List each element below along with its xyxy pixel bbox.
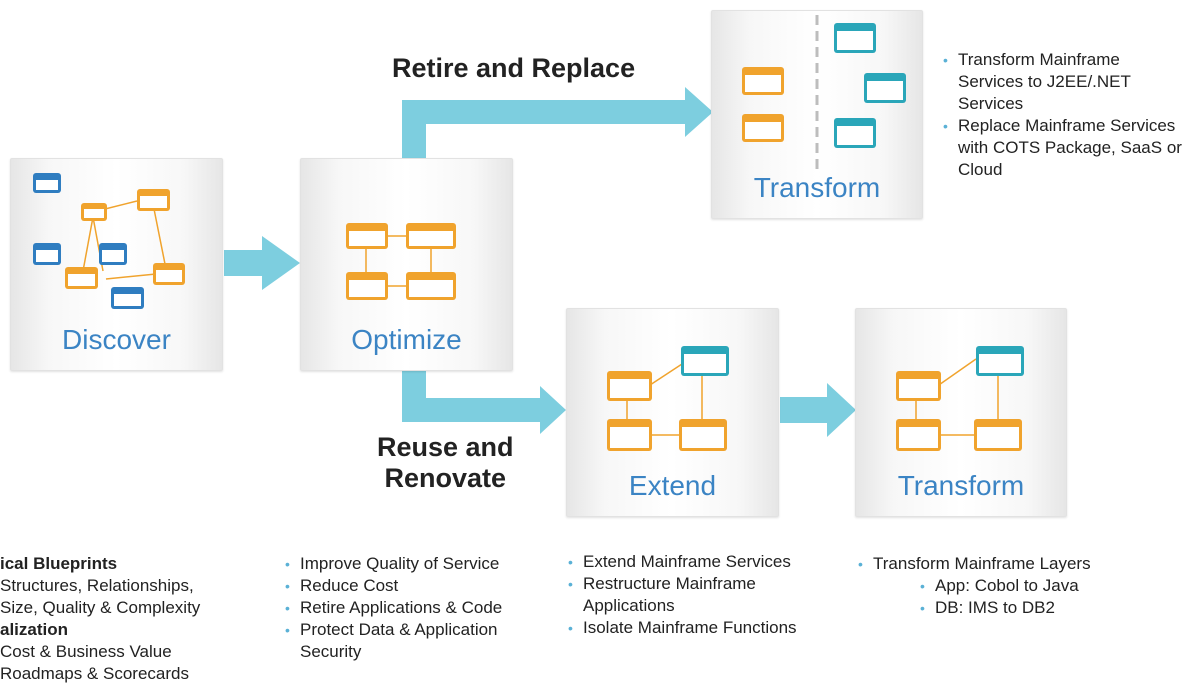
discover-line-3: Cost & Business Value: [0, 642, 172, 661]
transform-bottom-label: Transform: [897, 470, 1025, 501]
transform-bottom-sub-1: App: Cobol to Java: [920, 575, 1160, 597]
arrow-optimize-to-extend: [402, 370, 566, 434]
extend-stage: Extend: [566, 308, 779, 517]
transform-top-label: Transform: [753, 172, 881, 203]
extend-note-1: Extend Mainframe Services: [568, 551, 853, 573]
transform-modules-icon: [896, 346, 1024, 451]
extend-note-2: Restructure Mainframe Applications: [568, 573, 813, 617]
dependency-graph-icon: [33, 173, 185, 309]
transform-bottom-sub-2: DB: IMS to DB2: [920, 597, 1160, 619]
retire-replace-heading: Retire and Replace: [392, 53, 636, 83]
discover-notes: ical Blueprints Structures, Relationship…: [0, 553, 200, 685]
discover-heading-1: ical Blueprints: [0, 554, 118, 573]
discover-heading-2: alization: [0, 620, 69, 639]
extend-modules-icon: [607, 346, 729, 451]
migrate-modules-icon: [742, 15, 906, 169]
transform-bottom-subnotes: App: Cobol to Java DB: IMS to DB2: [920, 575, 1160, 619]
optimize-note-3: Retire Applications & Code: [285, 597, 555, 619]
discover-label: Discover: [62, 324, 171, 355]
discover-line-2: Size, Quality & Complexity: [0, 598, 201, 617]
extend-notes: Extend Mainframe Services Restructure Ma…: [568, 551, 853, 639]
optimize-notes: Improve Quality of Service Reduce Cost R…: [285, 553, 555, 663]
transform-top-notes: Transform Mainframe Services to J2EE/.NE…: [943, 49, 1183, 181]
optimize-note-2: Reduce Cost: [285, 575, 555, 597]
discover-line-1: Structures, Relationships,: [0, 576, 194, 595]
extend-label: Extend: [628, 470, 717, 501]
arrow-extend-to-transform: [780, 383, 856, 437]
transform-bottom-note-title: Transform Mainframe Layers: [858, 553, 1183, 575]
optimize-label: Optimize: [351, 324, 462, 355]
transform-top-note-2: Replace Mainframe Services with COTS Pac…: [943, 115, 1183, 181]
discover-line-4: Roadmaps & Scorecards: [0, 664, 189, 683]
grid-modules-icon: [346, 223, 456, 300]
transform-top-note-1: Transform Mainframe Services to J2EE/.NE…: [943, 49, 1168, 115]
extend-note-3: Isolate Mainframe Functions: [568, 617, 853, 639]
transform-bottom-notes: Transform Mainframe Layers: [858, 553, 1183, 575]
reuse-renovate-heading: Reuse and Renovate: [377, 432, 514, 494]
discover-stage: Discover: [10, 158, 223, 371]
reuse-renovate-line1: Reuse and: [377, 432, 514, 462]
transform-top-stage: Transform: [711, 10, 923, 219]
arrow-optimize-to-transform: [402, 87, 713, 158]
transform-bottom-stage: Transform: [855, 308, 1067, 517]
reuse-renovate-line2: Renovate: [384, 463, 507, 493]
optimize-note-4: Protect Data & Application Security: [285, 619, 540, 663]
optimize-stage: Optimize: [300, 158, 513, 371]
arrow-discover-to-optimize: [224, 236, 300, 290]
optimize-note-1: Improve Quality of Service: [285, 553, 555, 575]
